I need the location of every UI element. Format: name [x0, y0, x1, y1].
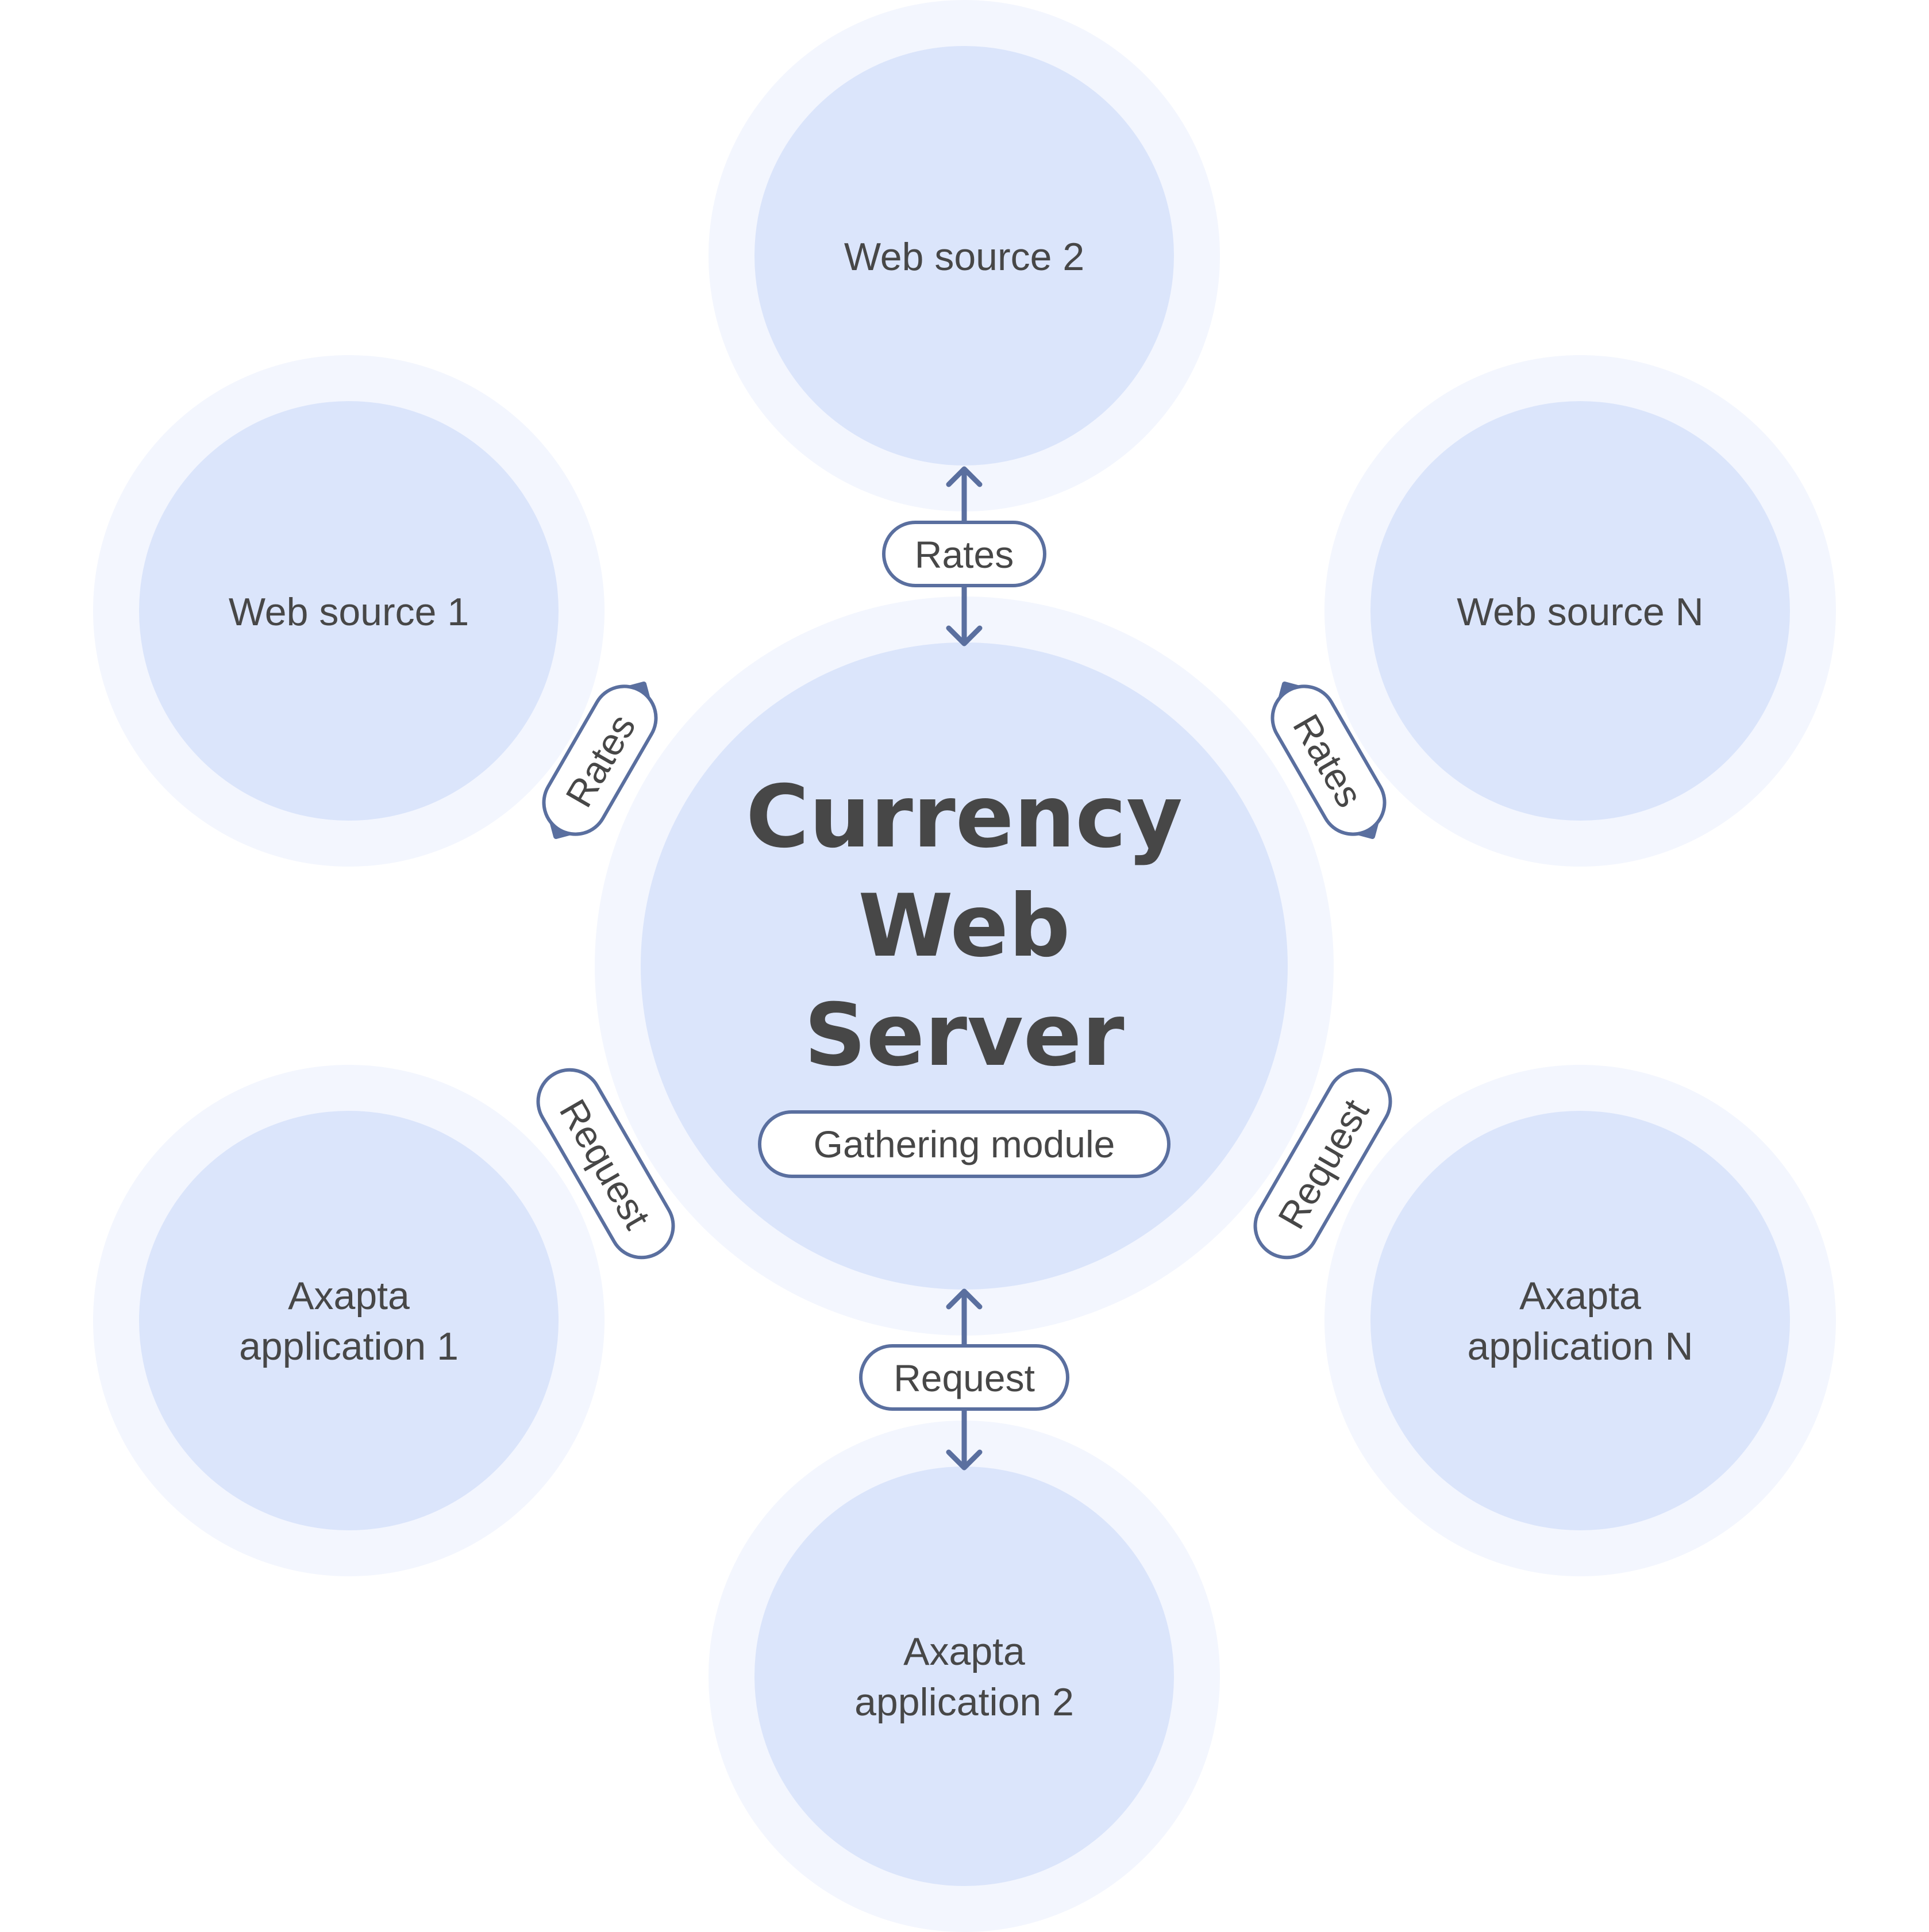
connector-bottom-arrowhead-down	[946, 1449, 983, 1471]
connector-top-arrowhead-up	[946, 466, 983, 487]
web-source-2-node[interactable]	[754, 46, 1174, 465]
web-source-n-node[interactable]	[1370, 401, 1790, 821]
connector-bottom-arrowhead-up	[946, 1288, 983, 1310]
connector-bottom-pill	[859, 1344, 1069, 1411]
connector-upper-right-pill	[1270, 684, 1387, 836]
web-source-n-label: Web source N	[1457, 590, 1704, 634]
connector-bottom: Request	[859, 1288, 1069, 1471]
web-source-1-label: Web source 1	[229, 590, 469, 634]
gathering-module-pill[interactable]: Gathering module	[758, 1110, 1171, 1178]
axapta-n-label-line2: application N	[1467, 1325, 1693, 1368]
axapta-n-node[interactable]	[1370, 1111, 1790, 1530]
axapta-2-node[interactable]	[754, 1467, 1174, 1886]
connector-lower-left-pill	[536, 1068, 675, 1260]
center-title-line1: Currency	[746, 767, 1183, 867]
connector-top-pill	[882, 521, 1046, 587]
axapta-1-node[interactable]	[139, 1111, 559, 1530]
connector-top: Rates	[882, 466, 1046, 646]
center-title-line2: Web	[858, 876, 1070, 976]
connector-lower-right-pill	[1253, 1068, 1392, 1260]
gathering-module-label: Gathering module	[814, 1123, 1115, 1165]
web-source-1-node[interactable]	[139, 401, 559, 821]
gathering-module-pill-shape	[758, 1110, 1171, 1178]
axapta-n-label-line1: Axapta	[1519, 1274, 1641, 1318]
connector-bottom-label: Request	[894, 1357, 1035, 1399]
connector-top-label: Rates	[915, 533, 1014, 576]
connector-top-arrowhead-down	[946, 625, 983, 646]
axapta-1-label-line2: application 1	[239, 1325, 459, 1368]
center-title-line3: Server	[804, 986, 1124, 1086]
axapta-2-label-line1: Axapta	[903, 1630, 1025, 1673]
axapta-2-label-line2: application 2	[854, 1680, 1074, 1724]
axapta-1-label-line1: Axapta	[288, 1274, 410, 1318]
connector-lower-left: Request	[536, 1068, 675, 1260]
connector-upper-left-pill	[542, 684, 658, 836]
web-source-2-label: Web source 2	[844, 235, 1084, 279]
